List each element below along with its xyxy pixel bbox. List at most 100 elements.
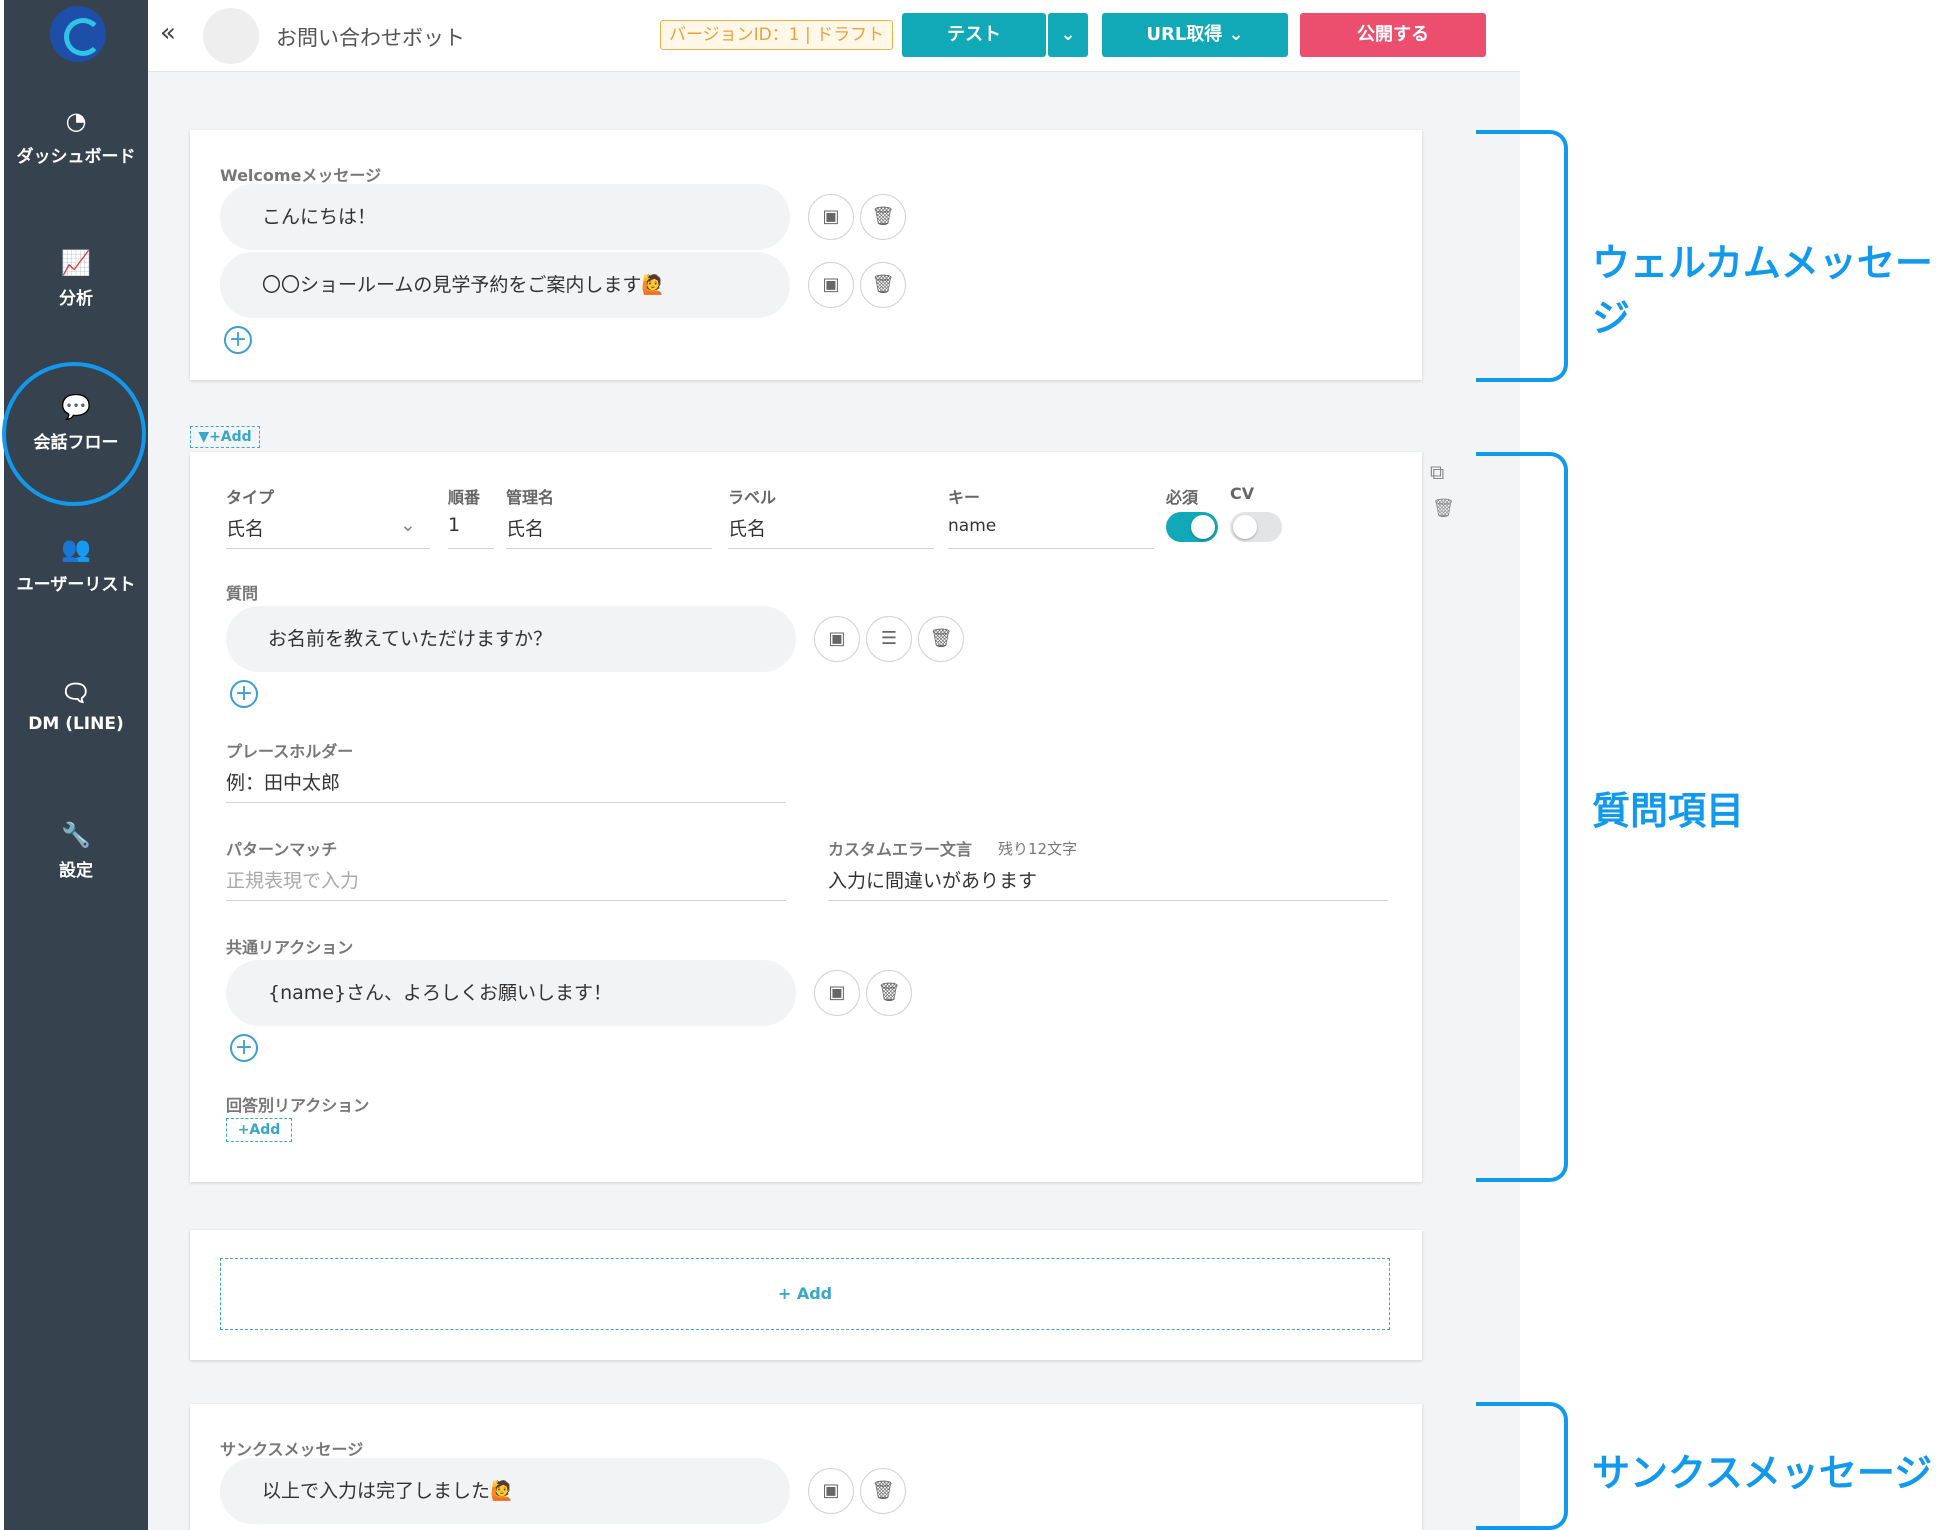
required-toggle[interactable] xyxy=(1166,512,1218,542)
list-icon[interactable]: ☰ xyxy=(866,616,912,662)
thanks-message-bubble[interactable]: 以上で入力は完了しました🙋 xyxy=(220,1458,790,1524)
image-icon[interactable]: ▣ xyxy=(808,262,854,308)
label-input[interactable]: 氏名 xyxy=(728,518,767,540)
sidebar-item-settings[interactable]: 🔧 設定 xyxy=(4,822,148,881)
placeholder-input[interactable]: 例：田中太郎 xyxy=(226,772,341,794)
welcome-message-card: Welcomeメッセージ こんにちは！ ▣ 🗑 〇〇ショールームの見学予約をご案… xyxy=(190,130,1422,380)
type-underline xyxy=(226,548,430,549)
pattern-match-input[interactable]: 正規表現で入力 xyxy=(226,870,360,892)
cv-header: CV xyxy=(1230,484,1255,503)
wrench-icon: 🔧 xyxy=(61,821,91,849)
trash-icon[interactable]: 🗑 xyxy=(866,970,912,1016)
order-input[interactable]: 1 xyxy=(448,514,461,536)
question-annotation: 質問項目 xyxy=(1592,789,1745,833)
common-reaction-label: 共通リアクション xyxy=(226,938,354,957)
key-underline xyxy=(948,548,1154,549)
sidebar-item-analytics[interactable]: 📈 分析 xyxy=(4,250,148,309)
question-bubble[interactable]: お名前を教えていただけますか？ xyxy=(226,606,796,672)
message-text: {name}さん、よろしくお願いします！ xyxy=(268,982,613,1004)
app-logo[interactable] xyxy=(50,6,106,62)
placeholder-underline xyxy=(226,802,786,803)
copy-icon[interactable]: ⧉ xyxy=(1430,460,1445,484)
welcome-label: Welcomeメッセージ xyxy=(220,166,382,185)
placeholder-label: プレースホルダー xyxy=(226,742,354,761)
active-nav-highlight xyxy=(2,362,146,506)
sidebar-item-user-list[interactable]: 👥 ユーザーリスト xyxy=(4,536,148,595)
chevron-down-icon[interactable]: ⌄ xyxy=(400,514,416,536)
type-header: タイプ xyxy=(226,488,275,507)
answer-reaction-add-button[interactable]: +Add xyxy=(226,1118,292,1142)
image-icon[interactable]: ▣ xyxy=(808,1468,854,1514)
thanks-label: サンクスメッセージ xyxy=(220,1440,364,1459)
add-reaction-icon[interactable]: + xyxy=(230,1034,258,1062)
order-header: 順番 xyxy=(448,488,481,507)
welcome-annotation: ウェルカムメッセージ xyxy=(1592,241,1933,340)
custom-error-label: カスタムエラー文言 xyxy=(828,840,973,859)
filter-add-button[interactable]: ▼+Add xyxy=(190,426,260,448)
char-remaining: 残り12文字 xyxy=(998,840,1078,858)
chart-icon: 📈 xyxy=(61,249,91,277)
order-underline xyxy=(448,548,494,549)
message-text: お名前を教えていただけますか？ xyxy=(268,628,553,650)
test-button[interactable]: テスト xyxy=(902,13,1046,57)
add-block-card: + Add xyxy=(190,1230,1422,1360)
common-reaction-bubble[interactable]: {name}さん、よろしくお願いします！ xyxy=(226,960,796,1026)
question-item-card: タイプ 順番 管理名 ラベル キー 必須 CV 氏名 ⌄ 1 氏名 氏名 nam… xyxy=(190,452,1422,1182)
pattern-match-label: パターンマッチ xyxy=(226,840,338,859)
sidebar-item-label: 分析 xyxy=(59,289,93,309)
sidebar-item-label: ダッシュボード xyxy=(16,147,136,167)
test-dropdown-button[interactable]: ⌄ xyxy=(1048,13,1088,57)
sidebar: ◔ ダッシュボード 📈 分析 💬 会話フロー 👥 ユーザーリスト 🗨 DM (L… xyxy=(4,0,148,1530)
bot-name: お問い合わせボット xyxy=(276,26,465,50)
dashboard-icon: ◔ xyxy=(65,107,87,135)
question-bracket xyxy=(1476,452,1568,1182)
image-icon[interactable]: ▣ xyxy=(814,616,860,662)
get-url-button[interactable]: URL取得 ⌄ xyxy=(1102,13,1288,57)
message-text: 〇〇ショールームの見学予約をご案内します🙋 xyxy=(262,274,666,296)
collapse-sidebar-icon[interactable]: « xyxy=(160,18,176,48)
sidebar-item-label: DM (LINE) xyxy=(28,714,124,734)
trash-icon[interactable]: 🗑 xyxy=(1432,498,1455,519)
add-message-icon[interactable]: + xyxy=(224,326,252,354)
version-badge: バージョンID：1 | ドラフト xyxy=(660,20,894,50)
welcome-message-bubble[interactable]: こんにちは！ xyxy=(220,184,790,250)
admin-name-input[interactable]: 氏名 xyxy=(506,518,545,540)
trash-icon[interactable]: 🗑 xyxy=(860,262,906,308)
admin-name-header: 管理名 xyxy=(506,488,555,507)
thanks-annotation: サンクスメッセージ xyxy=(1592,1451,1933,1495)
publish-button[interactable]: 公開する xyxy=(1300,13,1486,57)
required-header: 必須 xyxy=(1166,488,1199,507)
image-icon[interactable]: ▣ xyxy=(808,194,854,240)
cv-toggle[interactable] xyxy=(1230,512,1282,542)
key-header: キー xyxy=(948,488,981,507)
answer-reaction-label: 回答別リアクション xyxy=(226,1096,370,1115)
add-block-button[interactable]: + Add xyxy=(220,1258,1390,1330)
sidebar-item-dashboard[interactable]: ◔ ダッシュボード xyxy=(4,108,148,167)
label-underline xyxy=(728,548,934,549)
thanks-message-card: サンクスメッセージ 以上で入力は完了しました🙋 ▣ 🗑 xyxy=(190,1404,1422,1530)
dm-icon: 🗨 xyxy=(60,679,92,707)
bot-avatar[interactable] xyxy=(203,8,259,64)
key-input[interactable]: name xyxy=(948,516,997,536)
trash-icon[interactable]: 🗑 xyxy=(860,1468,906,1514)
sidebar-item-dm-line[interactable]: 🗨 DM (LINE) xyxy=(4,680,148,734)
custom-error-underline xyxy=(828,900,1388,901)
header-bar: « お問い合わせボット バージョンID：1 | ドラフト テスト ⌄ URL取得… xyxy=(148,0,1520,72)
sidebar-item-label: ユーザーリスト xyxy=(16,575,136,595)
label-header: ラベル xyxy=(728,488,777,507)
trash-icon[interactable]: 🗑 xyxy=(918,616,964,662)
question-label: 質問 xyxy=(226,584,259,603)
image-icon[interactable]: ▣ xyxy=(814,970,860,1016)
welcome-bracket xyxy=(1476,130,1568,382)
type-select[interactable]: 氏名 xyxy=(226,518,265,540)
message-text: こんにちは！ xyxy=(262,206,377,228)
add-question-icon[interactable]: + xyxy=(230,680,258,708)
pattern-underline xyxy=(226,900,786,901)
trash-icon[interactable]: 🗑 xyxy=(860,194,906,240)
message-text: 以上で入力は完了しました🙋 xyxy=(262,1480,514,1502)
welcome-message-bubble[interactable]: 〇〇ショールームの見学予約をご案内します🙋 xyxy=(220,252,790,318)
sidebar-item-label: 設定 xyxy=(59,861,93,881)
thanks-bracket xyxy=(1476,1402,1568,1530)
custom-error-input[interactable]: 入力に間違いがあります xyxy=(828,870,1038,892)
